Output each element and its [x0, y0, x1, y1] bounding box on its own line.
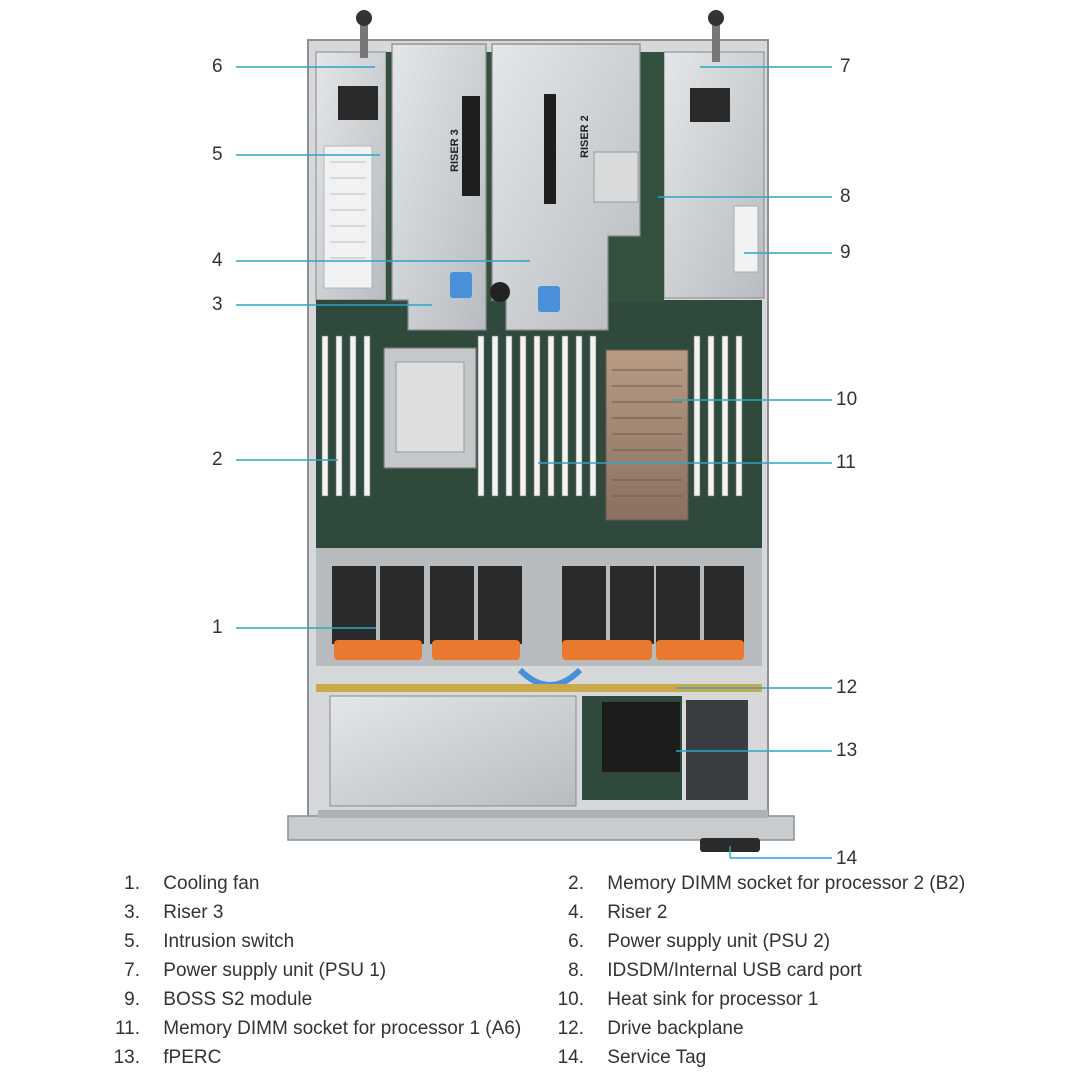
- callout-1: 1: [212, 617, 223, 638]
- dimm-bank-processor-2-left: [321, 335, 371, 497]
- fperc-card: [582, 696, 682, 800]
- callout-12: 12: [836, 677, 858, 698]
- legend-item-7: 7. Power supply unit (PSU 1): [108, 959, 386, 983]
- legend-label: fPERC: [163, 1047, 222, 1068]
- callout-11: 11: [836, 452, 856, 473]
- psu-1-handle: [708, 10, 724, 62]
- legend-label: Drive backplane: [607, 1018, 744, 1039]
- psu-2: [315, 51, 387, 301]
- legend-item-1: 1. Cooling fan: [108, 872, 259, 896]
- drive-backplane: [316, 684, 762, 692]
- callout-6: 6: [212, 56, 223, 77]
- legend-item-9: 9. BOSS S2 module: [108, 988, 312, 1012]
- legend-item-10: 10. Heat sink for processor 1: [552, 988, 819, 1012]
- legend-label: BOSS S2 module: [163, 989, 313, 1010]
- legend-num: 8.: [568, 960, 584, 981]
- legend-num: 1.: [124, 873, 140, 894]
- legend-item-5: 5. Intrusion switch: [108, 930, 294, 954]
- legend-num: 7.: [124, 960, 140, 981]
- callout-2: 2: [212, 449, 223, 470]
- callout-14: 14: [836, 848, 858, 869]
- legend-num: 11.: [114, 1018, 140, 1039]
- cooling-fan-row: [316, 548, 762, 688]
- callout-8: 8: [840, 186, 851, 207]
- leader-lines: [236, 66, 832, 859]
- legend-num: 12.: [557, 1018, 584, 1039]
- legend-item-12: 12. Drive backplane: [552, 1017, 744, 1041]
- service-tag-tab: [700, 838, 760, 852]
- callout-9: 9: [840, 242, 851, 263]
- legend-label: Riser 3: [163, 902, 224, 923]
- heat-sink-processor-1: [605, 349, 689, 521]
- legend-item-11: 11. Memory DIMM socket for processor 1 (…: [108, 1017, 521, 1041]
- legend: 1. Cooling fan 2. Memory DIMM socket for…: [0, 868, 1080, 1080]
- legend-num: 5.: [124, 931, 140, 952]
- legend-label: Heat sink for processor 1: [607, 989, 819, 1010]
- legend-item-3: 3. Riser 3: [108, 901, 223, 925]
- legend-num: 13.: [113, 1047, 140, 1068]
- legend-num: 3.: [124, 902, 140, 923]
- legend-item-4: 4. Riser 2: [552, 901, 667, 925]
- legend-label: Memory DIMM socket for processor 2 (B2): [607, 873, 966, 894]
- legend-num: 6.: [568, 931, 584, 952]
- legend-label: Cooling fan: [163, 873, 260, 894]
- drive-bay: [329, 695, 577, 807]
- server-top-view-diagram: RISER 3 RISER 2: [236, 10, 832, 859]
- dimm-bank-right: [693, 335, 743, 497]
- legend-item-6: 6. Power supply unit (PSU 2): [552, 930, 830, 954]
- riser-3-label: RISER 3: [449, 129, 461, 172]
- callout-4: 4: [212, 250, 223, 271]
- legend-label: Service Tag: [607, 1047, 707, 1068]
- riser-2-cage: [490, 43, 641, 331]
- callout-7: 7: [840, 56, 851, 77]
- fperc-bracket: [686, 700, 748, 800]
- legend-label: Memory DIMM socket for processor 1 (A6): [163, 1018, 522, 1039]
- legend-num: 14.: [557, 1047, 584, 1068]
- riser-3-cage: [391, 43, 487, 331]
- callout-3: 3: [212, 294, 223, 315]
- callout-5: 5: [212, 144, 223, 165]
- legend-item-14: 14. Service Tag: [552, 1046, 707, 1070]
- legend-num: 2.: [568, 873, 584, 894]
- processor-2-socket: [383, 347, 477, 469]
- legend-item-13: 13. fPERC: [108, 1046, 222, 1070]
- legend-label: Riser 2: [607, 902, 668, 923]
- legend-num: 10.: [557, 989, 584, 1010]
- legend-label: Power supply unit (PSU 1): [163, 960, 387, 981]
- psu-1: [663, 51, 765, 299]
- callout-13: 13: [836, 740, 858, 761]
- callout-10: 10: [836, 389, 858, 410]
- psu-2-handle: [356, 10, 372, 58]
- legend-num: 9.: [124, 989, 140, 1010]
- legend-item-8: 8. IDSDM/Internal USB card port: [552, 959, 862, 983]
- dimm-bank-middle: [477, 335, 597, 497]
- legend-item-2: 2. Memory DIMM socket for processor 2 (B…: [552, 872, 965, 896]
- riser-2-label: RISER 2: [579, 115, 591, 158]
- legend-label: Power supply unit (PSU 2): [607, 931, 831, 952]
- legend-num: 4.: [568, 902, 584, 923]
- legend-label: Intrusion switch: [163, 931, 295, 952]
- legend-label: IDSDM/Internal USB card port: [607, 960, 862, 981]
